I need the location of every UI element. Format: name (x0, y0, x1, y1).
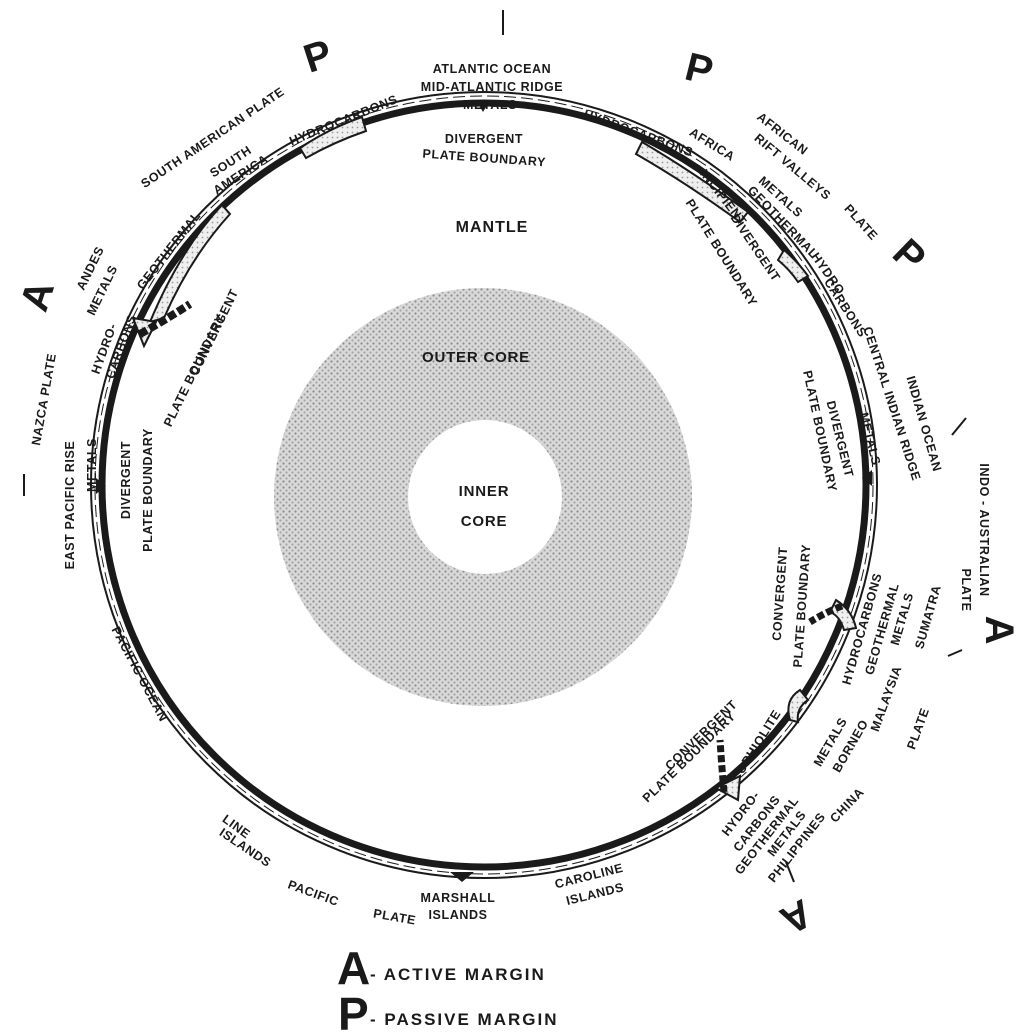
label-divergent-left-1: DIVERGENT (119, 441, 133, 519)
margin-passive-e: P (884, 231, 934, 281)
label-atlantic-ocean: ATLANTIC OCEAN (433, 62, 552, 76)
label-nazca-plate: NAZCA PLATE (29, 352, 59, 446)
margin-passive-nw: P (298, 32, 337, 82)
divider-right-lower (948, 650, 962, 656)
label-plate-indo: PLATE (959, 568, 973, 611)
legend-active-letter: A (337, 942, 370, 994)
label-africa: AFRICA (687, 125, 738, 164)
label-mantle: MANTLE (456, 219, 529, 236)
label-marshall: MARSHALL (421, 891, 496, 905)
margin-active-w: A (12, 275, 63, 316)
label-indo-australian: INDO - AUSTRALIAN (977, 463, 991, 596)
margin-passive-n: P (681, 45, 718, 94)
label-convergent-left-2: PLATE BOUNDARY (161, 312, 228, 429)
label-china: CHINA (827, 785, 867, 825)
label-islands-marshall: ISLANDS (428, 908, 487, 922)
label-outer-core: OUTER CORE (422, 349, 530, 366)
legend-active: A - ACTIVE MARGIN (337, 942, 546, 994)
label-pacific-ocean: PACIFIC OCEAN (109, 624, 171, 724)
legend-passive-text: - PASSIVE MARGIN (370, 1010, 558, 1029)
label-metals-epr: METALS (85, 438, 99, 492)
label-divergent-top-1: DIVERGENT (445, 132, 523, 146)
label-inner-core-line1: INNER (459, 483, 510, 500)
label-east-pacific-rise: EAST PACIFIC RISE (63, 441, 77, 570)
legend-passive: P - PASSIVE MARGIN (338, 988, 558, 1032)
label-pacific: PACIFIC (286, 878, 341, 909)
label-convergent-right-1: CONVERGENT (770, 546, 791, 641)
label-mid-atlantic-ridge: MID-ATLANTIC RIDGE (421, 80, 564, 94)
label-plate-malaysia: PLATE (904, 706, 932, 751)
label-divergent-left-2: PLATE BOUNDARY (141, 428, 155, 552)
margin-active-se: A (773, 890, 819, 942)
label-metals-atlantic: METALS (463, 98, 517, 112)
wedge-sumatra (830, 600, 856, 630)
label-sumatra: SUMATRA (912, 583, 944, 650)
label-plate-africa: PLATE (841, 202, 880, 243)
legend-active-text: - ACTIVE MARGIN (370, 965, 546, 984)
legend-passive-letter: P (338, 988, 369, 1032)
divider-right-upper (952, 418, 966, 435)
label-inner-core-line2: CORE (461, 513, 508, 530)
label-convergent-right-2: PLATE BOUNDARY (791, 543, 814, 667)
label-plate-pacific: PLATE (372, 906, 417, 927)
margin-active-e: A (977, 616, 1021, 645)
wedge-borneo (788, 690, 808, 722)
legend: A - ACTIVE MARGIN P - PASSIVE MARGIN (337, 942, 558, 1032)
label-divergent-top-2: PLATE BOUNDARY (422, 147, 546, 170)
